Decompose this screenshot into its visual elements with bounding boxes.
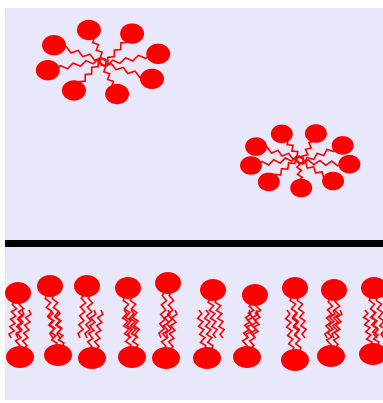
lipid-head [258,173,280,192]
lipid-head [321,279,347,301]
lipid-head [322,172,344,191]
lipid-head [5,282,31,304]
lipid-head [338,155,360,174]
lipid-head [305,124,327,143]
lipid-head [44,344,72,366]
lipid-head [332,136,354,155]
lipid-head [245,137,267,156]
lipid-head [146,44,170,64]
lipid-head [290,179,312,198]
lipid-head [152,347,180,369]
lipid-head [120,23,144,43]
lipid-head [155,272,181,294]
lipid-head [233,346,261,368]
lipid-head [74,275,100,297]
lipid-head [115,277,141,299]
lipid-head [62,80,86,100]
lipid-head [240,156,262,175]
divider-line [5,240,383,247]
lipid-head [200,279,226,301]
lipid-head [193,347,221,369]
lipid-head [37,275,63,297]
lipid-head [281,349,309,371]
lipid-head [140,69,164,89]
lipid-head [118,346,146,368]
lipid-head [242,284,268,306]
lipid-head [271,125,293,144]
lipid-head [317,345,345,367]
lipid-head [105,84,129,104]
lipid-head [42,35,66,55]
lipid-head [78,347,106,369]
lipid-head [282,277,308,299]
lipid-head [77,20,101,40]
lipid-head [36,60,60,80]
lipid-head [6,346,34,368]
